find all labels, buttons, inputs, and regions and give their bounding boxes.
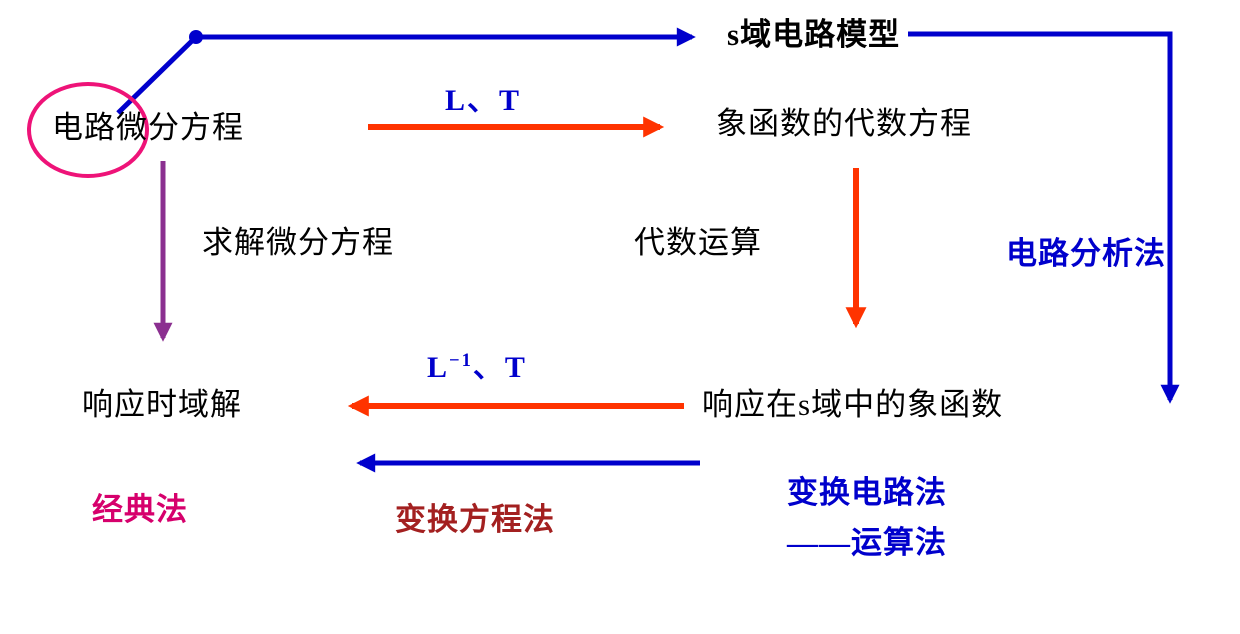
node-classical-method: 经典法	[92, 492, 188, 527]
highlight-ellipse	[27, 82, 149, 178]
inverse-laplace-base: L	[427, 351, 450, 384]
node-algebraic-operation: 代数运算	[634, 225, 762, 260]
node-transform-equation-method: 变换方程法	[395, 502, 555, 537]
label-laplace-transform: L、T	[445, 84, 522, 117]
node-solve-diff-eq: 求解微分方程	[202, 225, 394, 260]
node-s-domain-model: s域电路模型	[727, 17, 901, 52]
inverse-laplace-exponent: −1	[449, 350, 473, 371]
arrow-sdomain-model-to-response	[908, 31, 1180, 404]
inverse-laplace-rest: 、T	[472, 351, 527, 384]
node-s-domain-response: 响应在s域中的象函数	[702, 387, 1004, 422]
junction-dot	[189, 30, 203, 44]
node-transform-circuit-method: 变换电路法	[787, 475, 947, 510]
node-circuit-diff-eq: 电路微分方程	[52, 110, 244, 145]
node-operational-method: ——运算法	[787, 525, 947, 560]
node-circuit-analysis-method: 电路分析法	[1006, 236, 1166, 271]
arrow-diffeq-to-sdomain-model	[116, 27, 696, 115]
label-inverse-laplace: L−1、T	[427, 349, 527, 387]
node-algebraic-eq: 象函数的代数方程	[716, 106, 972, 141]
node-time-domain-solution: 响应时域解	[82, 387, 242, 422]
